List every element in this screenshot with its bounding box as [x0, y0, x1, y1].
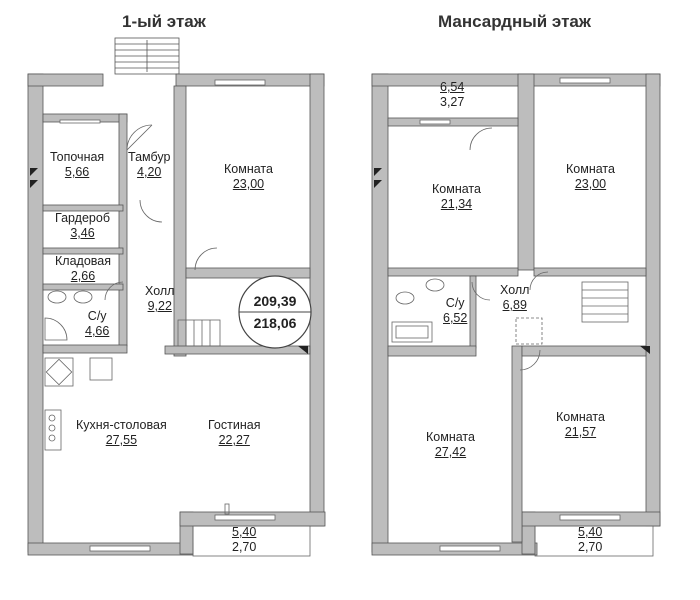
floor1-title: 1-ый этаж: [122, 12, 206, 31]
floor1-fixtures: [44, 79, 312, 557]
attic-title: Мансардный этаж: [438, 12, 591, 31]
section-markers-2: [374, 168, 650, 354]
total-area-living: 209,39: [253, 293, 297, 309]
attic-fixtures: [391, 77, 654, 557]
section-markers-1: [30, 168, 308, 354]
attic-plan: [371, 73, 661, 556]
total-area-full: 218,06: [253, 315, 297, 331]
